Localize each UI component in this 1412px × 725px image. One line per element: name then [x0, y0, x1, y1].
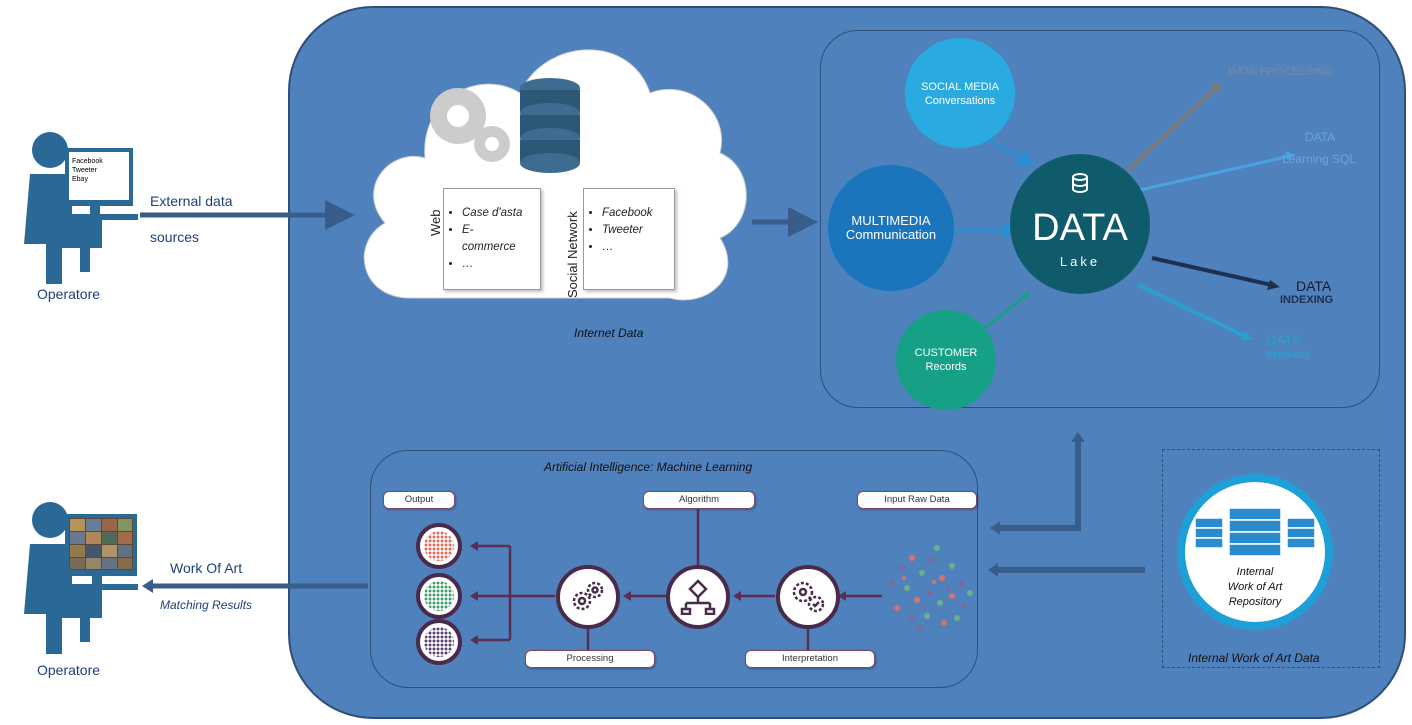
datalake-title: DATA — [1032, 207, 1128, 249]
output-dots-green — [424, 581, 454, 611]
repository-line1: Internal — [1236, 566, 1274, 578]
operator-bottom-figure — [24, 502, 138, 654]
customer-circle — [896, 310, 996, 410]
customer-line1: CUSTOMER — [914, 347, 978, 359]
social-item: Facebook — [602, 205, 674, 222]
operator-top-label: Operatore — [37, 286, 101, 302]
datalake-circle — [1010, 154, 1150, 294]
output-faded-1: DATA — [1305, 130, 1336, 144]
social-media-line2: Conversations — [924, 95, 996, 107]
output-faded-2: Learning SQL — [1282, 152, 1357, 166]
database-icon — [1072, 173, 1088, 193]
repository-caption: Internal Work of Art Data — [1188, 651, 1320, 665]
datalake-panel — [820, 30, 1380, 408]
raw-data-cluster — [889, 545, 973, 631]
web-item: … — [462, 256, 540, 273]
repository-blocks-icon — [1195, 508, 1315, 557]
interpretation-gears-icon — [776, 565, 840, 629]
output-storage-2: STORAGE — [1266, 350, 1311, 360]
datalake-subtitle: Lake — [1059, 254, 1101, 269]
ml-title: Artificial Intelligence: Machine Learnin… — [544, 460, 753, 474]
operator-bottom-label: Operatore — [37, 662, 101, 678]
output-dots-purple — [424, 627, 454, 657]
web-box: Case d'asta E-commerce … — [443, 188, 541, 290]
processing-gears-glyph — [572, 581, 604, 611]
output-dots-red — [424, 531, 454, 561]
repository-line2: Work of Art — [1227, 581, 1283, 593]
output-storage-1: DATA — [1266, 332, 1302, 348]
processing-pill: Processing — [525, 650, 655, 668]
web-item: E-commerce — [462, 222, 522, 256]
multimedia-label: MULTIMEDIA Communication — [828, 214, 954, 242]
output-indexing-2: INDEXING — [1280, 294, 1334, 306]
interpretation-gears-glyph — [792, 581, 825, 613]
social-network-label: Social Network — [565, 211, 580, 298]
interpretation-pill: Interpretation — [745, 650, 875, 668]
operator-top-screen-line: Ebay — [72, 176, 88, 183]
social-item: … — [602, 239, 674, 256]
web-label: Web — [428, 209, 443, 237]
input-raw-data-pill: Input Raw Data — [857, 491, 977, 509]
cloud-shape — [363, 49, 747, 301]
social-media-line1: SOCIAL MEDIA — [921, 81, 999, 93]
multimedia-line2: Communication — [845, 227, 937, 242]
output-pill: Output — [383, 491, 455, 509]
external-sources-line1: External data — [150, 193, 233, 209]
social-media-label: SOCIAL MEDIA Conversations — [905, 80, 1015, 108]
social-media-circle — [905, 38, 1015, 148]
web-item: Case d'asta — [462, 205, 540, 222]
processing-gears-icon — [556, 565, 620, 629]
multimedia-line1: MULTIMEDIA — [851, 213, 931, 228]
customer-label: CUSTOMER Records — [896, 346, 996, 374]
algorithm-pill: Algorithm — [643, 491, 755, 509]
social-item: Tweeter — [602, 222, 674, 239]
ml-panel — [370, 450, 978, 688]
algorithm-glyph — [680, 579, 716, 615]
external-sources-line2: sources — [150, 229, 200, 245]
repository-line3: Repository — [1228, 596, 1282, 608]
operator-top-screen-line: Facebook — [72, 158, 103, 165]
output-processing: DATA PROCESSING — [1228, 66, 1333, 78]
internet-data-caption: Internet Data — [574, 326, 644, 340]
results-line1: Work Of Art — [170, 560, 243, 576]
output-indexing-1: DATA — [1296, 278, 1332, 294]
operator-top-figure — [24, 132, 138, 284]
social-network-box: Facebook Tweeter … — [583, 188, 675, 290]
results-line2: Matching Results — [160, 598, 253, 612]
multimedia-circle — [828, 165, 954, 291]
customer-line2: Records — [925, 361, 967, 373]
repository-panel — [1162, 449, 1380, 668]
operator-top-screen-line: Tweeter — [72, 167, 97, 174]
